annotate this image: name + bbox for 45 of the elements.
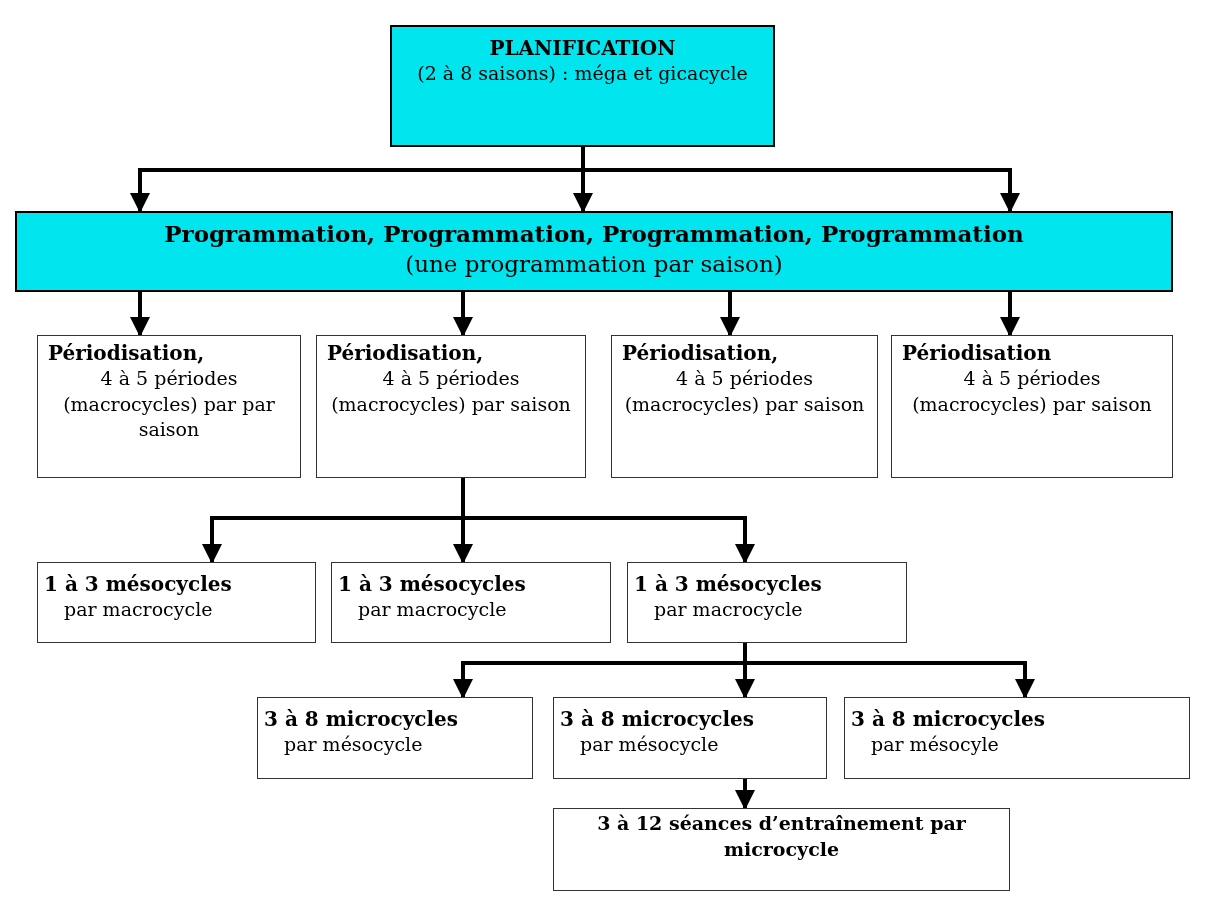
box-text: 3 à 12 séances d’entraînement par microcycle [596, 811, 967, 862]
box-heading: 3 à 8 microcycles [560, 706, 755, 732]
arrow [453, 292, 473, 337]
box-text: par macrocycle [63, 597, 213, 622]
arrow [581, 147, 1020, 213]
box-text: 4 à 5 périodes (macrocycles) par saison [623, 366, 866, 417]
text-box [331, 562, 611, 643]
text-box [553, 808, 1010, 891]
box-text: par mésocycle [283, 732, 423, 757]
highlighted-box [390, 25, 775, 147]
box-heading: 3 à 8 microcycles [264, 706, 459, 732]
box-text: par macrocycle [653, 597, 803, 622]
text-box [553, 697, 827, 779]
text-box [611, 335, 878, 478]
text-box [844, 697, 1190, 779]
box-text: par macrocycle [357, 597, 507, 622]
box-text: par mésocycle [579, 732, 719, 757]
box-text: 4 à 5 périodes (macrocycles) par par saison [62, 366, 276, 443]
text-box [257, 697, 533, 779]
text-box [37, 335, 301, 478]
box-text: 4 à 5 périodes (macrocycles) par saison [330, 366, 572, 417]
box-heading: Périodisation [902, 340, 1052, 366]
text-box [891, 335, 1173, 478]
box-heading: 1 à 3 mésocycles [338, 571, 526, 597]
arrow [130, 292, 150, 337]
box-heading: 1 à 3 mésocycles [44, 571, 232, 597]
box-text: (2 à 8 saisons) : méga et gicacycle [417, 61, 748, 86]
box-text: par mésocyle [870, 732, 999, 757]
arrow [720, 292, 740, 337]
box-heading: Périodisation, [48, 340, 205, 366]
box-heading: Périodisation, [327, 340, 484, 366]
box-heading: 1 à 3 mésocycles [634, 571, 822, 597]
box-text: (une programmation par saison) [405, 249, 783, 279]
text-box [627, 562, 907, 643]
box-heading: PLANIFICATION [489, 35, 676, 61]
arrow [735, 779, 755, 810]
arrow [1000, 292, 1020, 337]
text-box [37, 562, 316, 643]
arrow [461, 478, 755, 564]
text-box [316, 335, 586, 478]
box-heading: Périodisation, [622, 340, 779, 366]
box-text: 4 à 5 périodes (macrocycles) par saison [911, 366, 1153, 417]
box-heading: 3 à 8 microcycles [851, 706, 1046, 732]
highlighted-box [15, 211, 1173, 292]
box-heading: Programmation, Programmation, Programmation, Programmation [164, 219, 1024, 249]
